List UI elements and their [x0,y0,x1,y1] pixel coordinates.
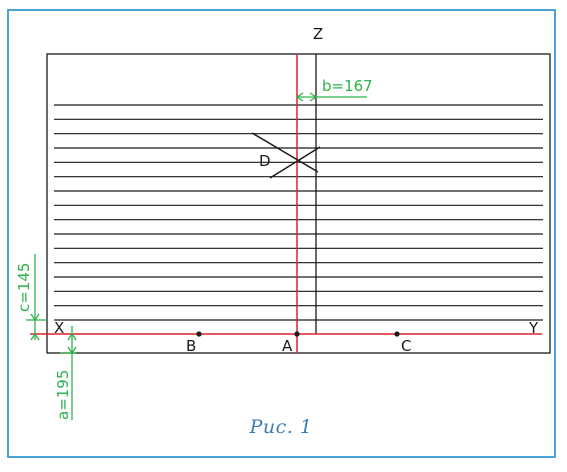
point-a [294,331,300,337]
dimension-c [26,254,47,341]
dimension-b [295,92,367,102]
dimension-b-label: b=167 [322,77,373,95]
wall-rectangle [46,53,551,354]
dimension-c-label: c=145 [15,263,33,312]
dimension-a-label: a=195 [54,370,72,420]
horizontal-lines [54,104,543,321]
point-c [394,331,400,337]
point-b [196,331,202,337]
label-c: C [401,337,411,355]
outer-frame [7,9,556,458]
figure-caption: Рис. 1 [249,416,313,438]
dimension-a [60,326,77,420]
label-b: B [186,337,196,355]
label-y: Y [528,319,539,337]
label-x: X [54,319,64,337]
label-a: A [282,337,293,355]
d-cross-line-1 [251,132,319,173]
d-cross-line-2 [269,146,321,179]
label-d: D [259,152,271,170]
label-z: Z [313,25,323,43]
